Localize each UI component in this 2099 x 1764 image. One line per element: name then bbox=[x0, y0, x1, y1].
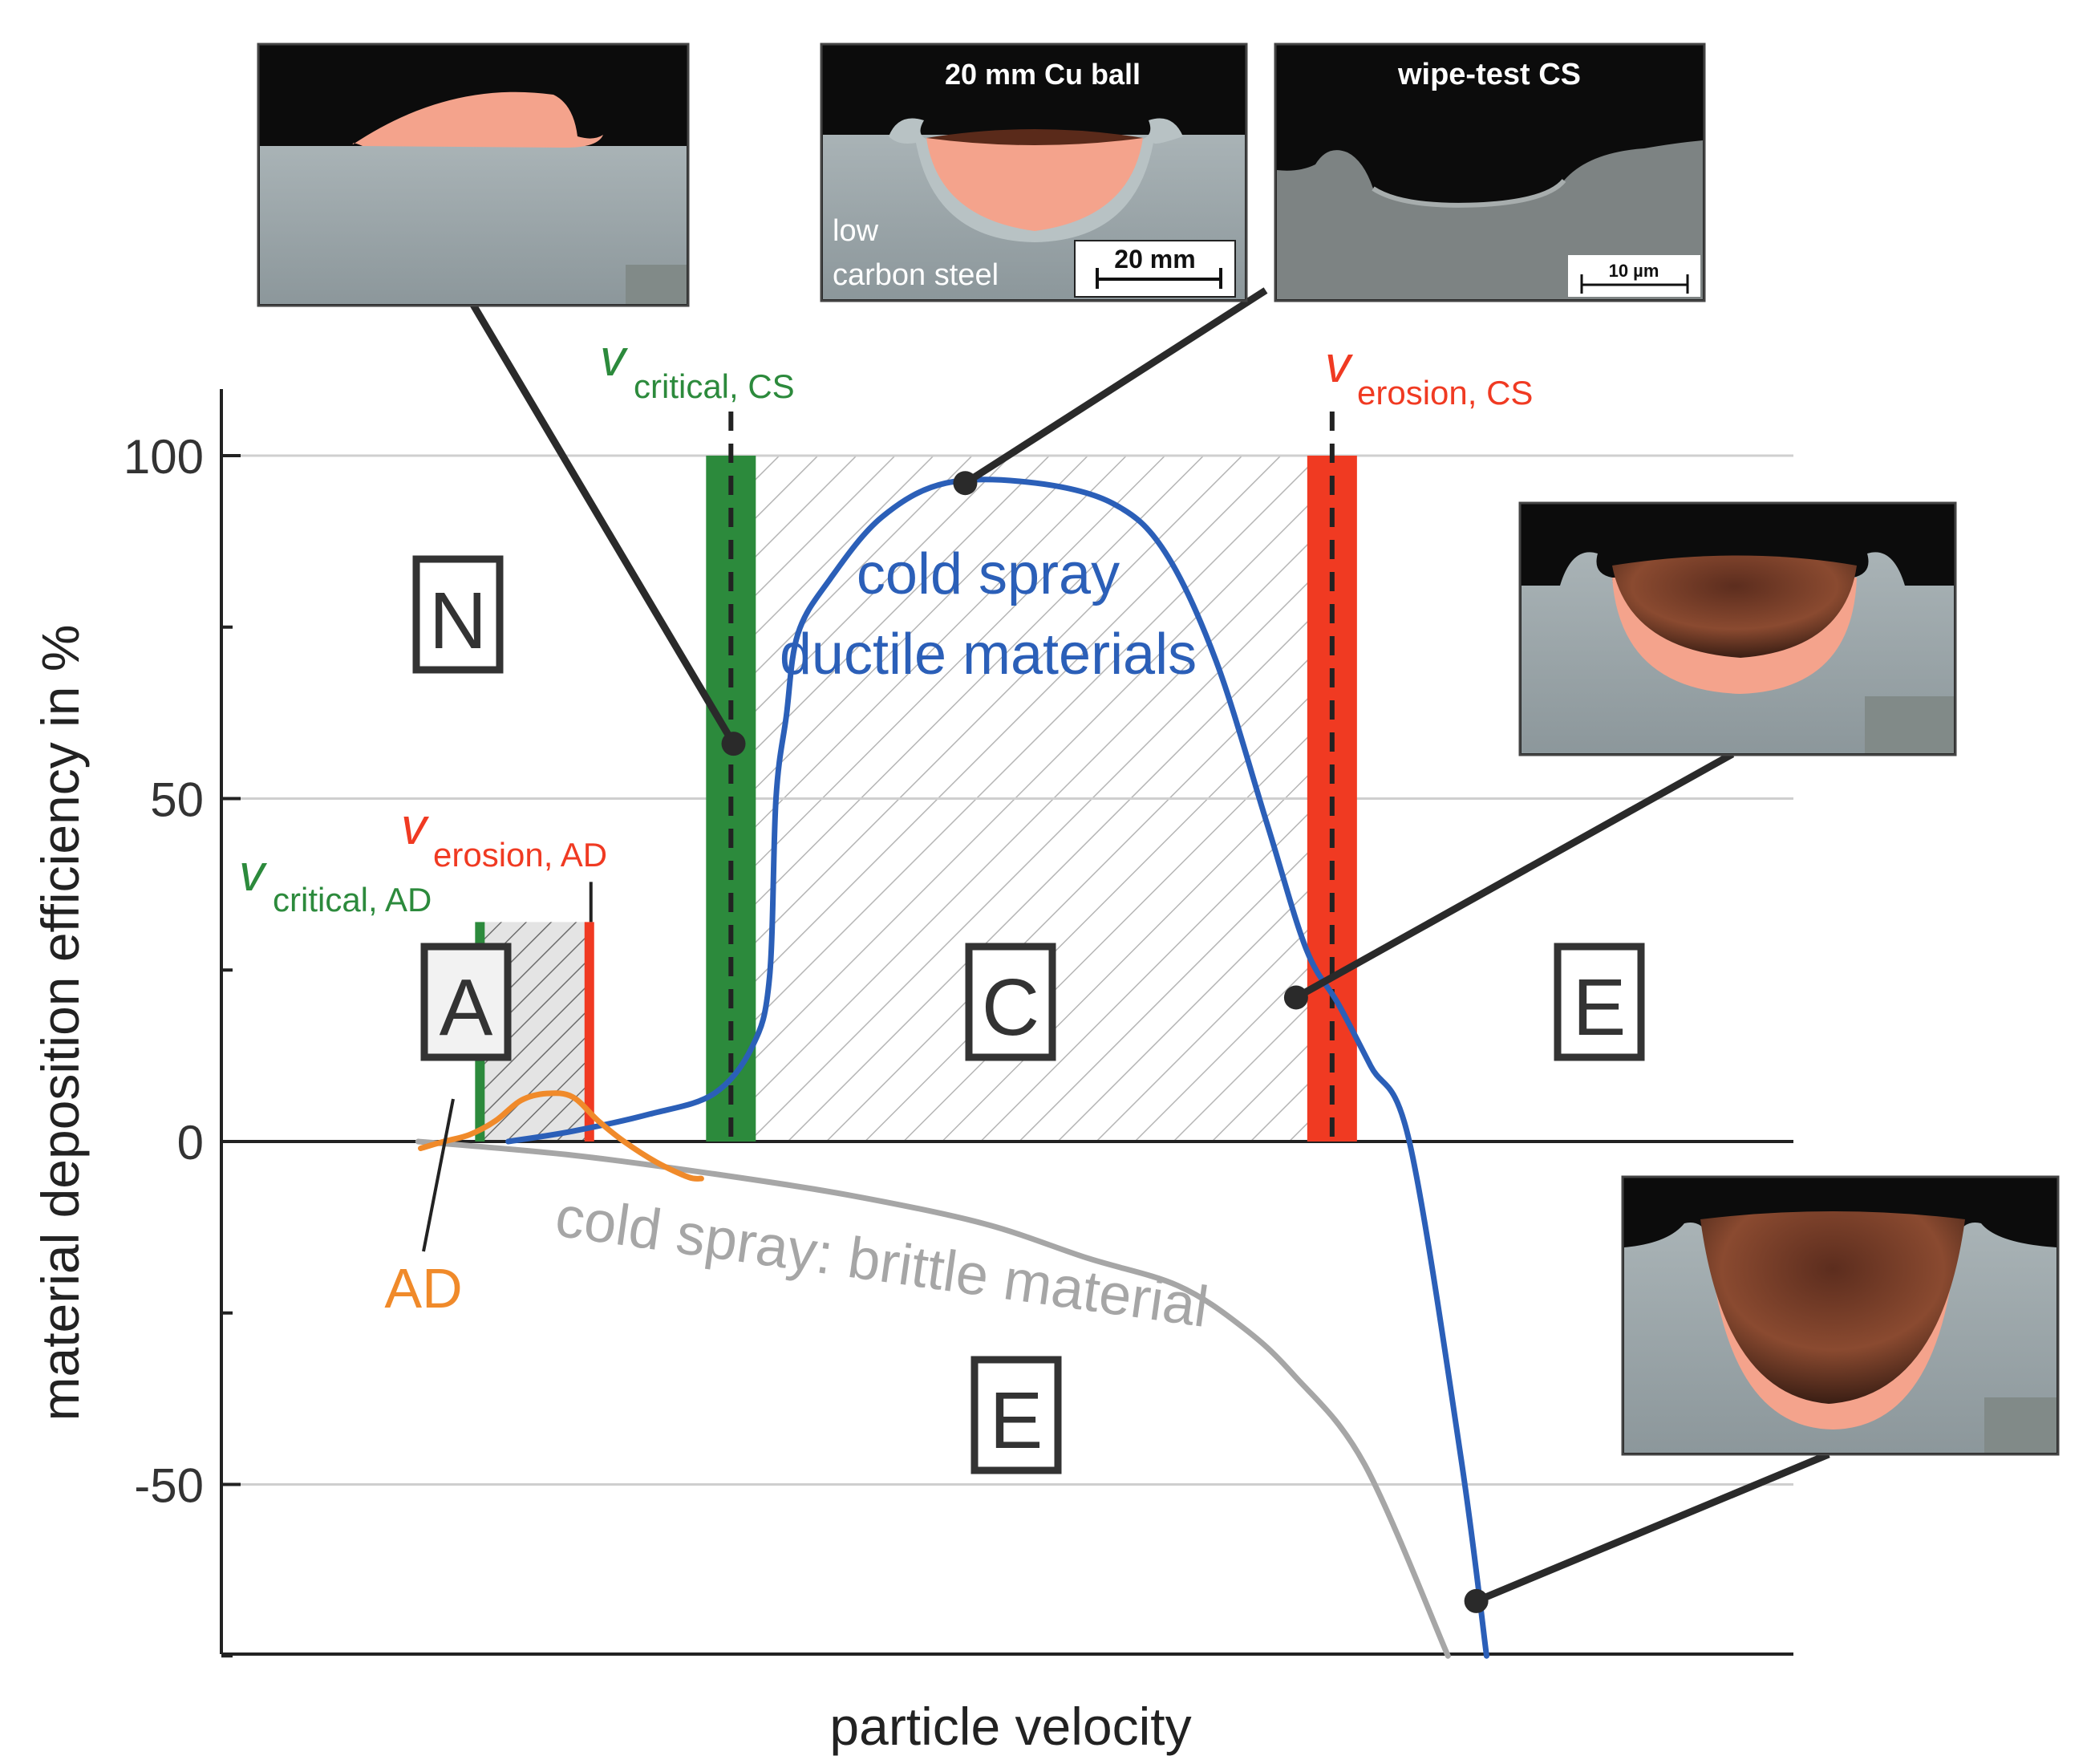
brittle-label: cold spray: brittle material bbox=[552, 1185, 1212, 1340]
inset-cu-ball: 20 mm Cu ball low carbon steel 20 mm bbox=[820, 43, 1248, 302]
y-tick-label: -50 bbox=[134, 1459, 204, 1513]
callout-dot bbox=[721, 732, 746, 756]
callout-line bbox=[1474, 1450, 1830, 1605]
y-tick-label: 0 bbox=[177, 1116, 204, 1170]
v-critical-cs-symbol: v bbox=[600, 329, 629, 387]
callout-line bbox=[962, 287, 1268, 486]
inset-cu-ball-sub2: carbon steel bbox=[833, 258, 999, 292]
region-a-box bbox=[420, 943, 512, 1061]
region-e-right-box bbox=[1554, 943, 1645, 1061]
callout-dot bbox=[1283, 985, 1308, 1010]
inset-cu-ball-sub1: low bbox=[833, 214, 879, 248]
region-e-bottom-box bbox=[970, 1356, 1062, 1474]
v-erosion-ad-symbol: v bbox=[401, 797, 430, 855]
region-n-letter: N bbox=[429, 576, 487, 666]
inset-wipe-scale: 10 µm bbox=[1609, 261, 1659, 281]
v-critical-ad-symbol: v bbox=[239, 844, 268, 902]
x-axis-label: particle velocity bbox=[829, 1697, 1191, 1756]
y-axis-label: material deposition efficiency in % bbox=[30, 625, 90, 1421]
callout-line bbox=[1294, 751, 1735, 1001]
ad-label: AD bbox=[384, 1257, 462, 1320]
region-e-right-letter: E bbox=[1573, 963, 1627, 1052]
region-a-letter: A bbox=[440, 963, 493, 1052]
inset-deposit-cap bbox=[257, 43, 690, 307]
series-cold-spray-brittle-material bbox=[415, 1138, 1451, 1659]
y-tick-label: 50 bbox=[150, 773, 204, 827]
v-critical-ad-sub: critical, AD bbox=[273, 881, 432, 918]
callout-dot bbox=[1464, 1588, 1489, 1613]
v-erosion-cs-symbol: v bbox=[1325, 335, 1354, 393]
callout-dot bbox=[953, 471, 978, 496]
v-erosion-ad-bar bbox=[584, 922, 594, 1142]
region-n-box bbox=[412, 555, 504, 674]
v-erosion-cs-sub: erosion, CS bbox=[1357, 374, 1533, 412]
region-c-box bbox=[965, 943, 1056, 1061]
inset-wipe-title: wipe-test CS bbox=[1397, 58, 1581, 91]
inset-cu-ball-title: 20 mm Cu ball bbox=[945, 58, 1141, 91]
inset-deep-crater bbox=[1621, 1175, 2060, 1456]
region-e-bottom-letter: E bbox=[990, 1376, 1043, 1466]
ductile-label-line2: ductile materials bbox=[780, 622, 1197, 687]
ductile-label-line1: cold spray bbox=[857, 542, 1120, 606]
inset-erosion-crater bbox=[1518, 501, 1957, 756]
ad-leader bbox=[422, 1098, 455, 1252]
region-c-letter: C bbox=[982, 963, 1039, 1052]
v-erosion-ad-sub: erosion, AD bbox=[433, 836, 607, 874]
inset-wipe-test: wipe-test CS 10 µm bbox=[1274, 43, 1706, 302]
inset-cu-ball-scale: 20 mm bbox=[1114, 245, 1195, 274]
callout-line bbox=[470, 302, 737, 746]
series-ad bbox=[418, 1090, 704, 1182]
series-cold-spray-ductile-materials bbox=[505, 476, 1489, 1659]
v-critical-cs-sub: critical, CS bbox=[634, 367, 795, 405]
y-tick-label: 100 bbox=[124, 430, 204, 484]
